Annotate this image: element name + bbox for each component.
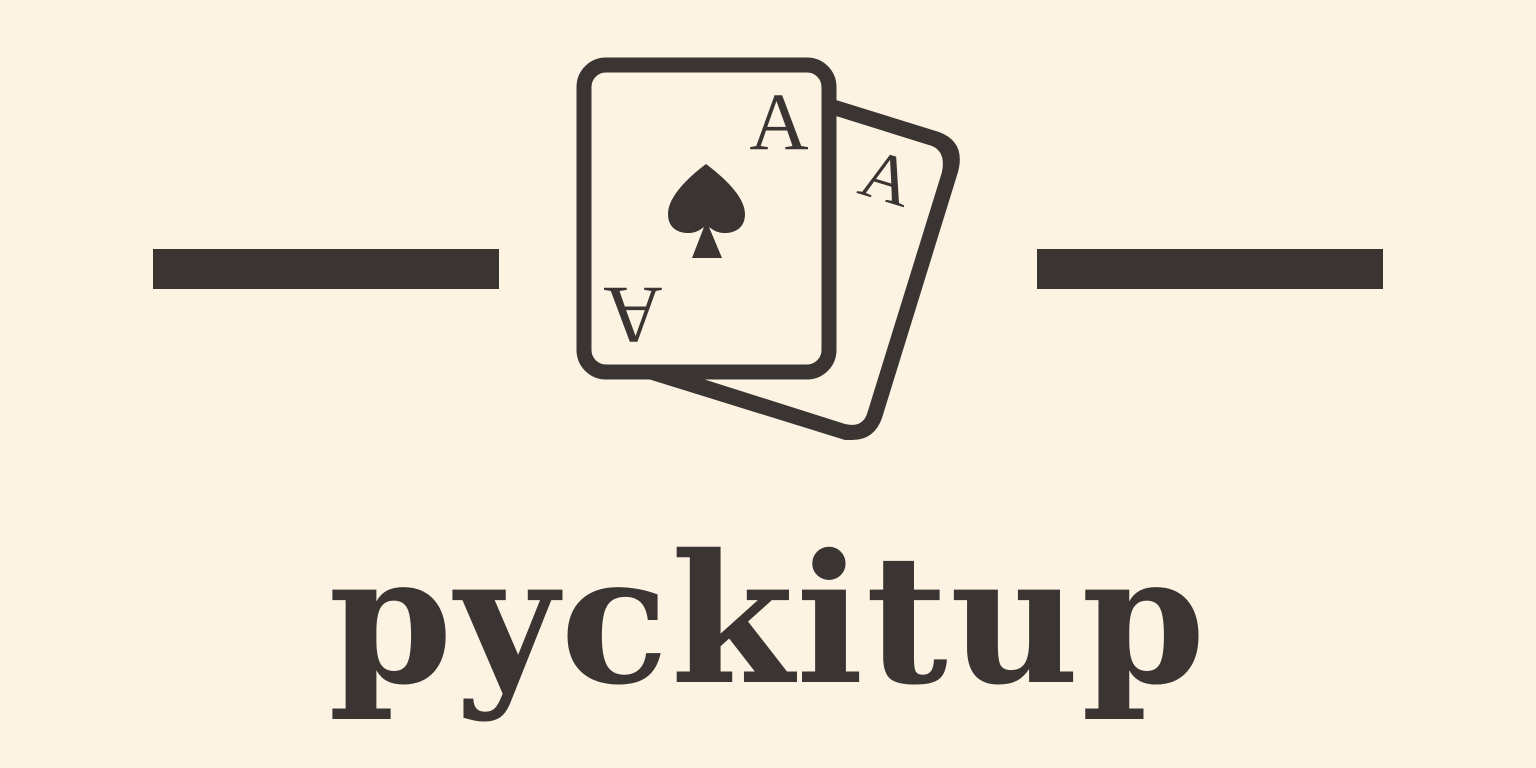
spade-icon: [668, 164, 745, 258]
front-card: A A: [576, 57, 837, 380]
front-card-rank-top: A: [749, 76, 808, 167]
front-card-rank-bottom: A: [603, 270, 662, 361]
right-divider-bar: [1037, 249, 1383, 289]
back-card-rank: A: [851, 134, 922, 223]
brand-wordmark: pyckitup: [328, 515, 1208, 724]
left-divider-bar: [153, 249, 499, 289]
